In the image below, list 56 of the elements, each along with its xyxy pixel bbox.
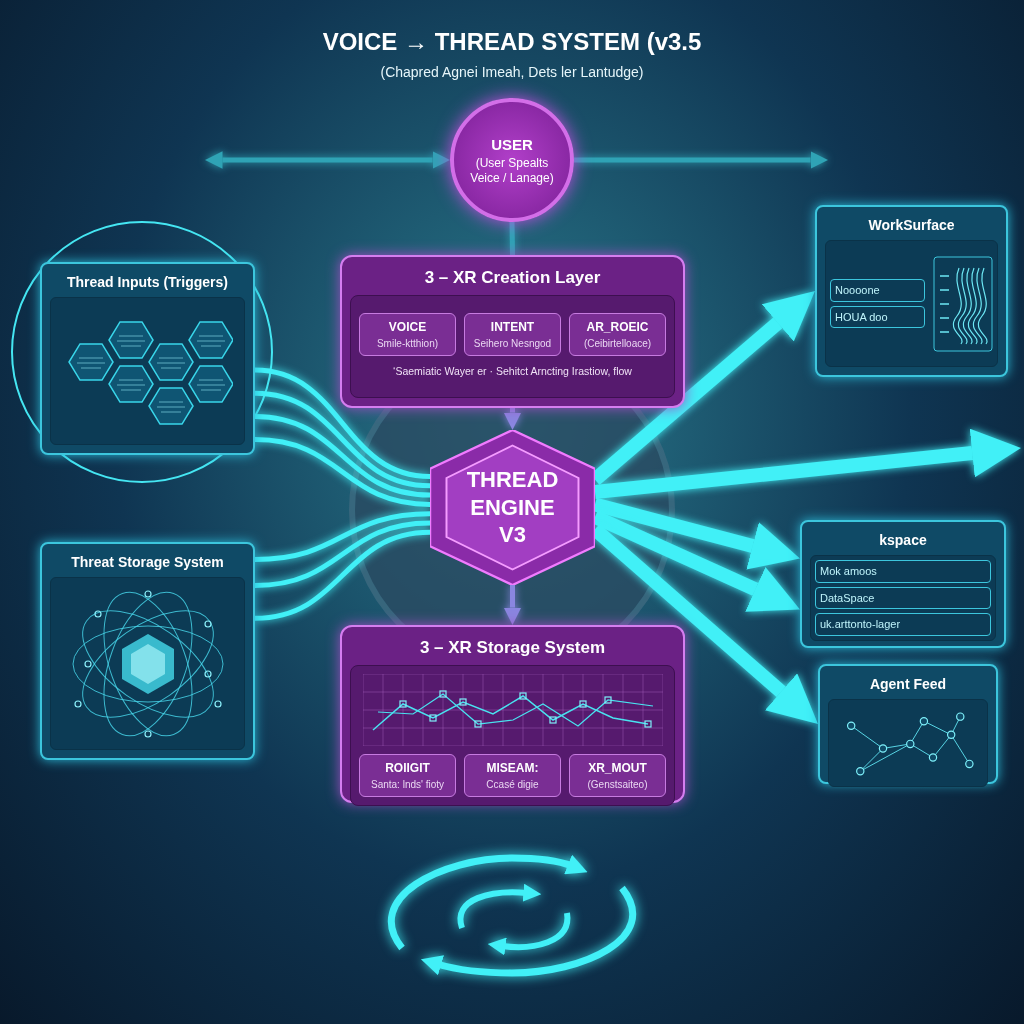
diagram-title: VOICE → THREAD SYSTEM (v3.5 — [321, 27, 703, 57]
component-box — [569, 753, 666, 797]
component-box — [359, 312, 456, 356]
connector-line — [254, 390, 431, 489]
component-box — [359, 753, 456, 797]
arrow — [503, 408, 522, 430]
panel — [815, 205, 1008, 377]
node-title: USER — [491, 134, 533, 155]
layer-panel — [340, 255, 685, 408]
panel-title: Agent Feed — [868, 675, 948, 694]
connector-line — [254, 511, 431, 562]
connector-line — [254, 520, 431, 589]
layer-panel — [340, 625, 685, 803]
component-name: XR_MOUT — [587, 759, 648, 777]
component-name: INTENT — [489, 318, 536, 336]
component-subtitle: Ccasé digie — [485, 777, 540, 792]
panel-title: 3 – XR Creation Layer — [423, 267, 602, 289]
connector-line — [254, 437, 431, 507]
component-subtitle: (Ceibirtelloace) — [582, 336, 653, 351]
component-name: VOICE — [387, 318, 428, 336]
component-name: MISEAM: — [485, 759, 540, 777]
panel-title: Threat Storage System — [70, 553, 225, 572]
connector-line — [254, 529, 431, 621]
component-box — [464, 312, 561, 356]
panel — [800, 520, 1006, 648]
component-subtitle: Seihero Nesngod — [472, 336, 553, 351]
panel-title: Thread Inputs (Triggers) — [66, 273, 229, 292]
connector-line — [509, 221, 515, 256]
arrow — [503, 585, 522, 625]
field-row: uk.arttonto-lager — [815, 613, 991, 636]
panel — [818, 664, 998, 784]
connector-line — [254, 367, 431, 479]
panel-title: 3 – XR Storage System — [418, 637, 607, 659]
component-box — [569, 312, 666, 356]
component-box — [464, 753, 561, 797]
panel-title: WorkSurface — [867, 216, 956, 235]
arrow — [205, 151, 450, 169]
panel — [40, 262, 255, 455]
arrow — [574, 151, 828, 169]
field-row: HOUA doo — [830, 305, 925, 328]
engine-label: THREAD ENGINE V3 — [465, 466, 560, 549]
panel-title: kspace — [878, 531, 928, 550]
component-subtitle: Santa: lnds' fioty — [369, 777, 446, 792]
engine-hexagon — [430, 430, 595, 585]
field-row: Noooone — [830, 279, 925, 302]
subtitle-text: (Chapred Agnei Imeah, Dets ler Lantudge) — [380, 63, 644, 82]
field-row: DataSpace — [815, 586, 991, 609]
node-subtitle: (User Spealts Veice / Lanage) — [469, 156, 555, 187]
component-name: ROIIGIT — [384, 759, 431, 777]
panel — [40, 542, 255, 760]
panel-note: ‘Saemiatic Wayer er · Sehitct Arncting Irastiow, flow — [393, 363, 632, 379]
connector-line — [254, 413, 431, 498]
component-subtitle: (Genstsaiteo) — [586, 777, 649, 792]
field-row: Mok amoos — [815, 560, 991, 583]
component-name: AR_ROEIC — [585, 318, 650, 336]
component-subtitle: Smile-ktthion) — [375, 336, 440, 351]
